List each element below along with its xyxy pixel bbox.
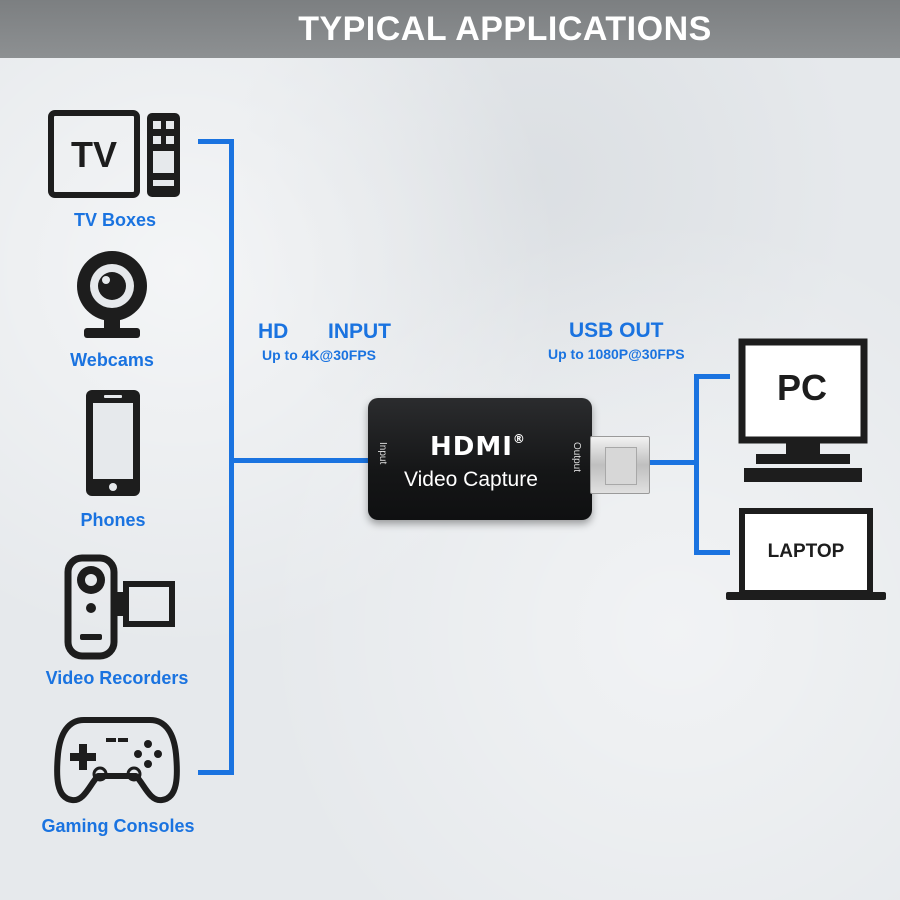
- tv-icon-text: TV: [71, 134, 117, 175]
- phone-icon: [86, 390, 140, 496]
- pc-label: PC: [777, 367, 827, 408]
- output-bus-vertical: [694, 374, 699, 554]
- output-bus-bottom: [694, 550, 730, 555]
- output-spec: Up to 1080P@30FPS: [548, 346, 685, 362]
- page-title: TYPICAL APPLICATIONS: [298, 9, 712, 48]
- usb-plug: [590, 436, 650, 494]
- output-bus-top: [694, 374, 730, 379]
- input-bus-to-device: [229, 458, 369, 463]
- label-webcams: Webcams: [70, 350, 154, 370]
- output-title: USB OUT: [569, 319, 664, 342]
- label-phones: Phones: [80, 510, 146, 530]
- video-recorder-icon: [64, 554, 175, 660]
- input-label: INPUT: [328, 320, 391, 343]
- device-name: Video Capture: [404, 468, 538, 491]
- capture-device: HDMI® Video Capture Input Output: [368, 398, 592, 520]
- input-spec: Up to 4K@30FPS: [262, 347, 377, 363]
- laptop-icon: LAPTOP: [726, 508, 886, 600]
- input-bus-vertical: [229, 139, 234, 775]
- input-bus-bottom: [198, 770, 234, 775]
- label-video-recorders: Video Recorders: [45, 668, 189, 688]
- laptop-label: LAPTOP: [768, 541, 845, 562]
- output-bus-from-device: [648, 460, 698, 465]
- label-gaming-consoles: Gaming Consoles: [41, 816, 195, 836]
- input-hd-label: HD: [258, 320, 289, 343]
- device-output-port-label: Output: [571, 442, 582, 473]
- header-bar: TYPICAL APPLICATIONS: [0, 0, 900, 58]
- webcam-icon: [77, 251, 147, 338]
- device-input-port-label: Input: [377, 442, 388, 465]
- device-brand: HDMI®: [430, 432, 526, 462]
- tv-box-icon: TV: [48, 110, 180, 198]
- label-tv-boxes: TV Boxes: [73, 210, 157, 230]
- monitor-icon: PC: [738, 338, 868, 482]
- input-bus-top: [198, 139, 234, 144]
- gamepad-icon: [54, 717, 180, 804]
